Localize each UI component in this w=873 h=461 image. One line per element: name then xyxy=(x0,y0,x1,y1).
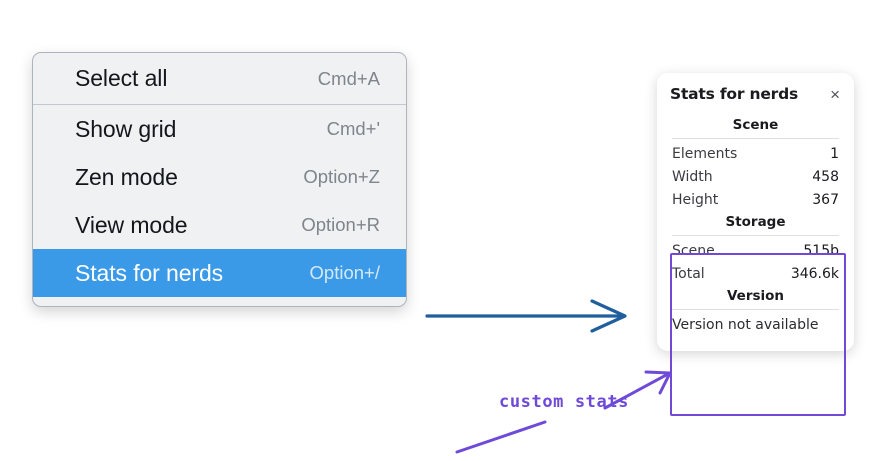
menu-group-2: Show grid Cmd+' Zen mode Option+Z View m… xyxy=(33,105,406,297)
section-divider xyxy=(672,309,839,310)
stats-row-key: Total xyxy=(672,265,705,282)
stats-section-version: Version Version not available xyxy=(670,285,841,337)
menu-item-shortcut: Option+/ xyxy=(309,262,380,283)
stats-row-elements: Elements 1 xyxy=(670,142,841,165)
stats-row-height: Height 367 xyxy=(670,188,841,211)
stats-panel-title: Stats for nerds xyxy=(670,85,799,103)
stats-for-nerds-panel: Stats for nerds × Scene Elements 1 Width… xyxy=(657,73,854,351)
menu-item-view-mode[interactable]: View mode Option+R xyxy=(33,201,406,249)
stats-row-value: 515b xyxy=(803,242,839,259)
stats-row-key: Height xyxy=(672,191,719,208)
stats-row-value: 346.6k xyxy=(790,265,839,282)
handwritten-note: custom stats xyxy=(499,392,630,412)
stats-row-value: 458 xyxy=(812,168,839,185)
stats-row-storage-total: Total 346.6k xyxy=(670,262,841,285)
menu-item-shortcut: Option+Z xyxy=(303,166,380,187)
menu-item-shortcut: Cmd+A xyxy=(317,67,380,89)
section-title: Storage xyxy=(725,214,786,230)
stats-row-width: Width 458 xyxy=(670,165,841,188)
stats-row-value: 1 xyxy=(830,145,839,162)
menu-item-show-grid[interactable]: Show grid Cmd+' xyxy=(33,105,406,153)
stats-row-key: Width xyxy=(672,168,713,185)
stats-row-key: Scene xyxy=(672,242,715,259)
stats-panel-header: Stats for nerds × xyxy=(670,85,841,103)
menu-item-stats-for-nerds[interactable]: Stats for nerds Option+/ xyxy=(33,249,406,297)
menu-item-label: Stats for nerds xyxy=(75,259,224,286)
stats-row-key: Elements xyxy=(672,145,738,162)
version-value: Version not available xyxy=(672,317,819,333)
menu-item-label: Zen mode xyxy=(75,163,178,190)
section-title: Version xyxy=(726,288,785,304)
section-title: Scene xyxy=(732,117,779,133)
stats-section-storage: Storage Scene 515b Total 346.6k xyxy=(670,211,841,285)
close-icon[interactable]: × xyxy=(830,84,840,104)
menu-item-label: Select all xyxy=(75,65,168,91)
menu-item-label: View mode xyxy=(75,211,188,238)
section-divider xyxy=(672,138,839,139)
stats-row-storage-scene: Scene 515b xyxy=(670,239,841,262)
menu-item-shortcut: Cmd+' xyxy=(326,118,380,139)
menu-item-select-all[interactable]: Select all Cmd+A xyxy=(33,53,406,104)
stats-section-scene: Scene Elements 1 Width 458 Height 367 xyxy=(670,114,841,211)
menu-group-1: Select all Cmd+A xyxy=(33,53,406,104)
context-menu: Select all Cmd+A Show grid Cmd+' Zen mod… xyxy=(32,52,407,307)
stats-row-value: 367 xyxy=(812,191,839,208)
menu-separator xyxy=(33,104,406,105)
blue-arrow xyxy=(425,299,627,333)
menu-item-shortcut: Option+R xyxy=(301,214,380,235)
menu-item-label: Show grid xyxy=(75,115,177,142)
purple-underline-stroke xyxy=(455,420,547,454)
menu-item-zen-mode[interactable]: Zen mode Option+Z xyxy=(33,153,406,201)
section-divider xyxy=(672,235,839,236)
